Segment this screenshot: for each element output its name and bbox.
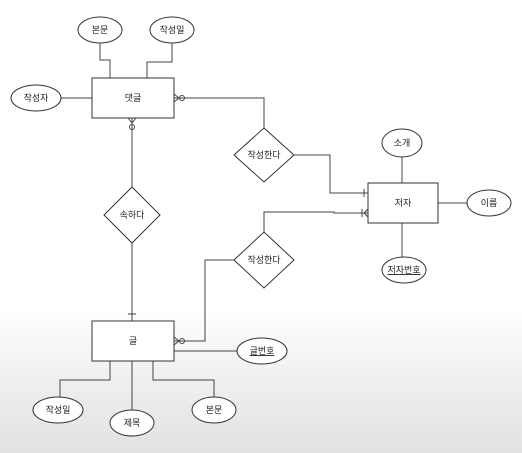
zero-marker-comment-bottom [129, 124, 135, 130]
attribute-post-date-label: 작성일 [46, 405, 71, 416]
attribute-comment-body[interactable]: 본문 [77, 16, 123, 44]
attribute-author-name[interactable]: 이름 [466, 189, 512, 217]
attribute-author-name-label: 이름 [481, 198, 498, 209]
crowfoot-comment-right [173, 93, 180, 103]
attribute-post-date[interactable]: 작성일 [32, 396, 84, 424]
attribute-comment-date[interactable]: 작성일 [149, 16, 195, 44]
attribute-post-body-label: 본문 [206, 405, 223, 416]
line-post-writes [174, 259, 234, 342]
line-writes-author-bottom [263, 211, 368, 232]
attribute-post-body[interactable]: 본문 [191, 396, 237, 424]
entity-author[interactable]: 저자 [367, 182, 439, 224]
attribute-post-title-label: 제목 [124, 418, 141, 429]
entity-post[interactable]: 글 [91, 320, 175, 362]
entity-author-label: 저자 [395, 198, 412, 209]
entity-comment-label: 댓글 [125, 93, 142, 104]
line-post-body [152, 361, 215, 397]
attribute-author-id-label: 저자번호 [387, 265, 420, 276]
crowfoot-comment-bottom [127, 117, 137, 124]
relationship-belongs-label: 속하다 [120, 210, 146, 221]
attribute-comment-body-label: 본문 [92, 25, 109, 36]
attribute-author-intro[interactable]: 소개 [381, 128, 423, 158]
attribute-comment-date-label: 작성일 [160, 25, 185, 36]
line-post-date [59, 361, 111, 397]
attribute-comment-writer[interactable]: 작성자 [10, 84, 62, 112]
attribute-post-id-label: 글번호 [250, 346, 275, 357]
relationship-writes-post-label: 작성한다 [247, 255, 281, 266]
entity-post-label: 글 [129, 336, 137, 347]
relationship-writes-comment-label: 작성한다 [247, 150, 281, 161]
relationship-writes-post[interactable]: 작성한다 [233, 231, 295, 289]
line-writes-author-top [294, 154, 368, 194]
crowfoot-post-right [173, 336, 180, 346]
attribute-post-id[interactable]: 글번호 [236, 337, 288, 365]
attribute-author-id[interactable]: 저자번호 [381, 256, 427, 284]
attribute-post-title[interactable]: 제목 [109, 409, 155, 437]
line-comment-body [99, 43, 111, 78]
line-comment-writes [174, 97, 265, 128]
attribute-author-intro-label: 소개 [394, 138, 411, 149]
line-comment-date [146, 43, 173, 78]
relationship-belongs[interactable]: 속하다 [103, 186, 161, 244]
attribute-comment-writer-label: 작성자 [24, 93, 50, 104]
entity-comment[interactable]: 댓글 [91, 77, 175, 119]
relationship-writes-comment[interactable]: 작성한다 [233, 127, 295, 183]
cardinality-markers [127, 93, 369, 346]
crowfoot-author-bottom [363, 208, 369, 218]
